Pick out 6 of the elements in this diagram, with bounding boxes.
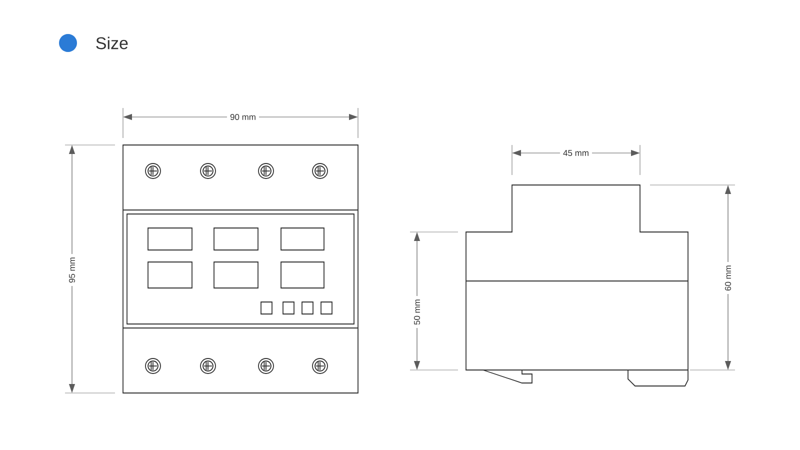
- dimension-label: 45 mm: [560, 147, 592, 159]
- dimension-label: 95 mm: [66, 254, 78, 286]
- title: Size: [96, 36, 128, 50]
- dimension-label: 60 mm: [722, 262, 734, 294]
- dimension-label: 90 mm: [227, 111, 259, 123]
- dimension-label: 50 mm: [411, 296, 424, 328]
